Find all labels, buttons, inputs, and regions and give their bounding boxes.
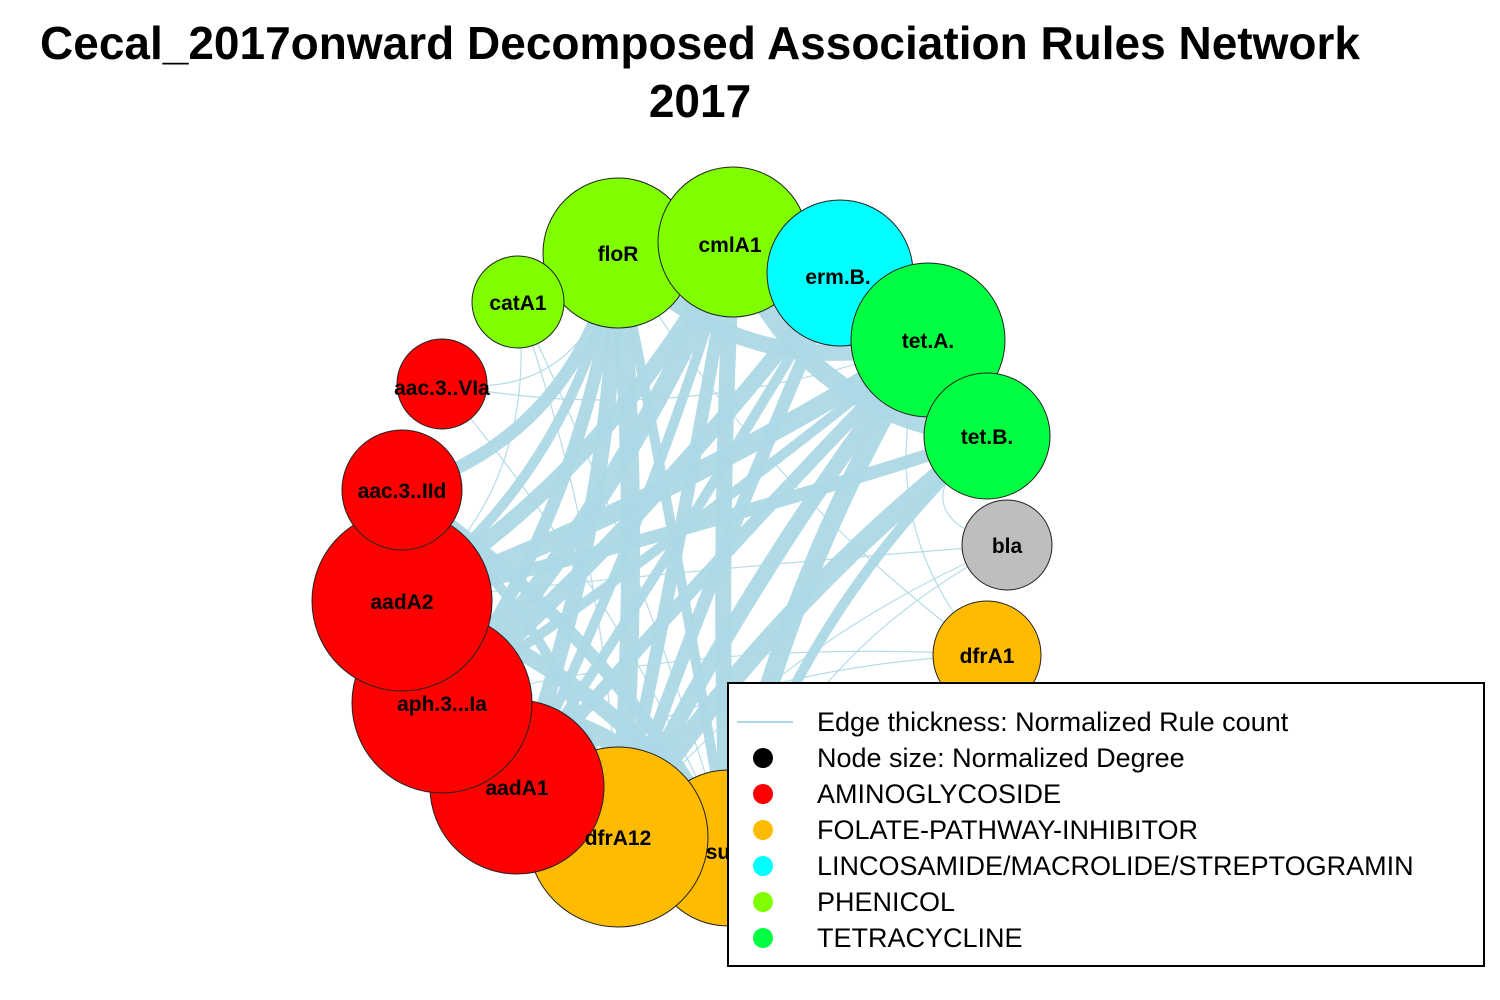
legend-class-label: PHENICOL [817,887,956,917]
legend-row-class: TETRACYCLINE [729,920,1483,956]
node-circle [341,429,463,551]
legend-node-label: Node size: Normalized Degree [817,743,1185,773]
node-label: dfrA1 [960,645,1015,668]
node-label: bla [992,535,1023,558]
legend: Edge thickness: Normalized Rule count No… [727,682,1485,967]
node-circle [961,499,1053,591]
node-label: aadA1 [485,777,548,800]
node-circle [471,255,565,349]
node-label: aph.3...Ia [397,693,487,716]
node-label: tet.B. [961,426,1014,449]
chart-title-line2: 2017 [648,75,752,127]
node-label: erm.B. [805,266,870,289]
node-label: su [706,841,731,864]
legend-edge-label: Edge thickness: Normalized Rule count [817,707,1289,737]
node-label: cmlA1 [698,234,761,257]
network-node [961,499,1053,591]
legend-row-edge: Edge thickness: Normalized Rule count [729,704,1483,740]
legend-class-label: AMINOGLYCOSIDE [817,779,1062,809]
network-node [396,338,488,430]
node-label: aadA2 [370,591,433,614]
node-label: aac.3..IId [358,480,447,503]
node-label: catA1 [489,292,547,315]
legend-row-node: Node size: Normalized Degree [729,740,1483,776]
network-node [341,429,463,551]
legend-row-class: AMINOGLYCOSIDE [729,776,1483,812]
network-node [471,255,565,349]
legend-color-dot-icon [753,856,773,876]
legend-class-label: LINCOSAMIDE/MACROLIDE/STREPTOGRAMIN [817,851,1414,881]
node-circle [923,372,1051,500]
node-circle [396,338,488,430]
legend-row-class: FOLATE-PATHWAY-INHIBITOR [729,812,1483,848]
node-label: dfrA12 [585,827,652,850]
node-label: floR [598,243,639,266]
legend-class-label: FOLATE-PATHWAY-INHIBITOR [817,815,1199,845]
legend-class-label: TETRACYCLINE [817,923,1023,953]
legend-color-dot-icon [753,928,773,948]
node-label: aac.3..VIa [394,377,490,400]
legend-color-dot-icon [753,892,773,912]
legend-row-class: PHENICOL [729,884,1483,920]
node-label: tet.A. [902,330,955,353]
network-node [923,372,1051,500]
legend-node-dot-icon [753,748,773,768]
legend-color-dot-icon [753,784,773,804]
legend-edge-line-icon [737,721,793,723]
chart-title: Cecal_2017onward Decomposed Association … [0,14,1450,130]
legend-row-class: LINCOSAMIDE/MACROLIDE/STREPTOGRAMIN [729,848,1483,884]
legend-color-dot-icon [753,820,773,840]
network-edge [617,252,988,656]
chart-title-line1: Cecal_2017onward Decomposed Association … [40,17,1360,69]
